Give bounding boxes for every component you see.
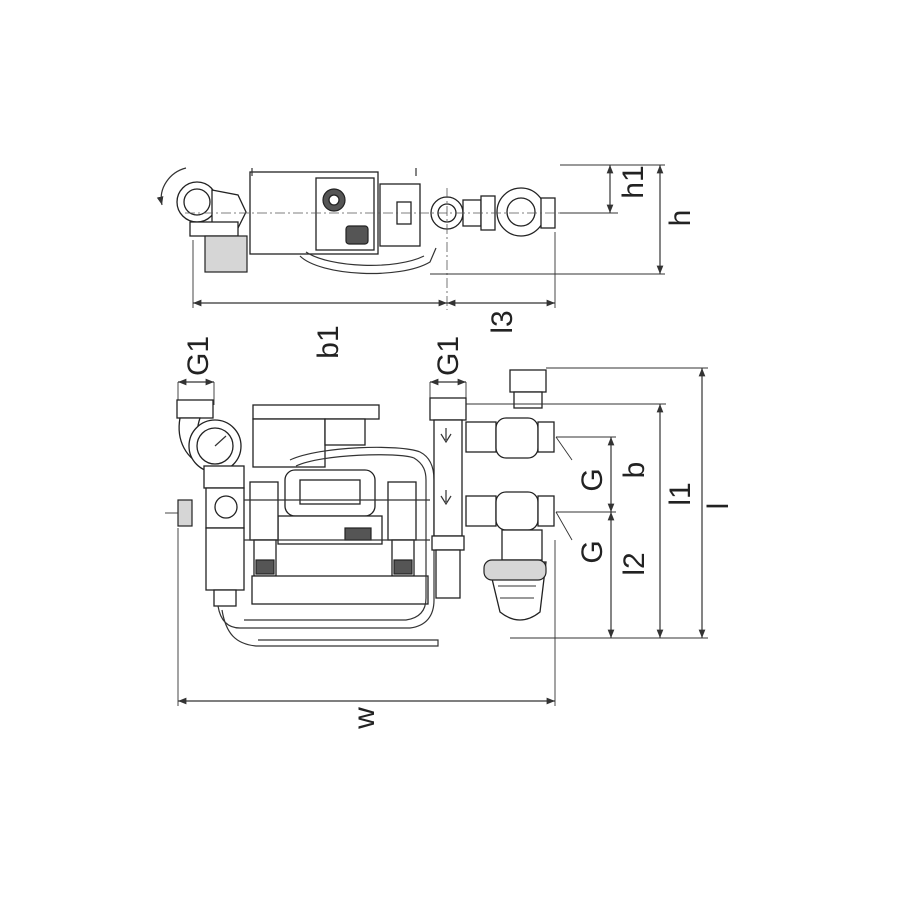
top-view	[156, 164, 665, 310]
mixing-tube	[429, 397, 467, 421]
dim-label-g1-mid: G1	[432, 336, 465, 376]
pump-head	[252, 404, 380, 420]
dim-label-h: h	[664, 210, 697, 227]
dim-label-l2: l2	[618, 552, 651, 575]
rotation-arrow-icon	[156, 167, 187, 206]
dim-label-h1: h1	[617, 165, 650, 198]
dim-label-l3: l3	[486, 310, 519, 333]
pipe-bow	[299, 247, 437, 275]
dim-label-g-upper: G	[576, 468, 609, 491]
dim-label-l: l	[702, 503, 735, 510]
dim-label-l1: l1	[664, 482, 697, 505]
dim-label-g1-left: G1	[182, 336, 215, 376]
dim-label-g-lower: G	[576, 540, 609, 563]
dim-label-w: w	[348, 707, 381, 730]
dim-label-b: b	[618, 462, 651, 479]
front-view	[165, 367, 708, 706]
dim-label-b1: b1	[312, 325, 345, 358]
